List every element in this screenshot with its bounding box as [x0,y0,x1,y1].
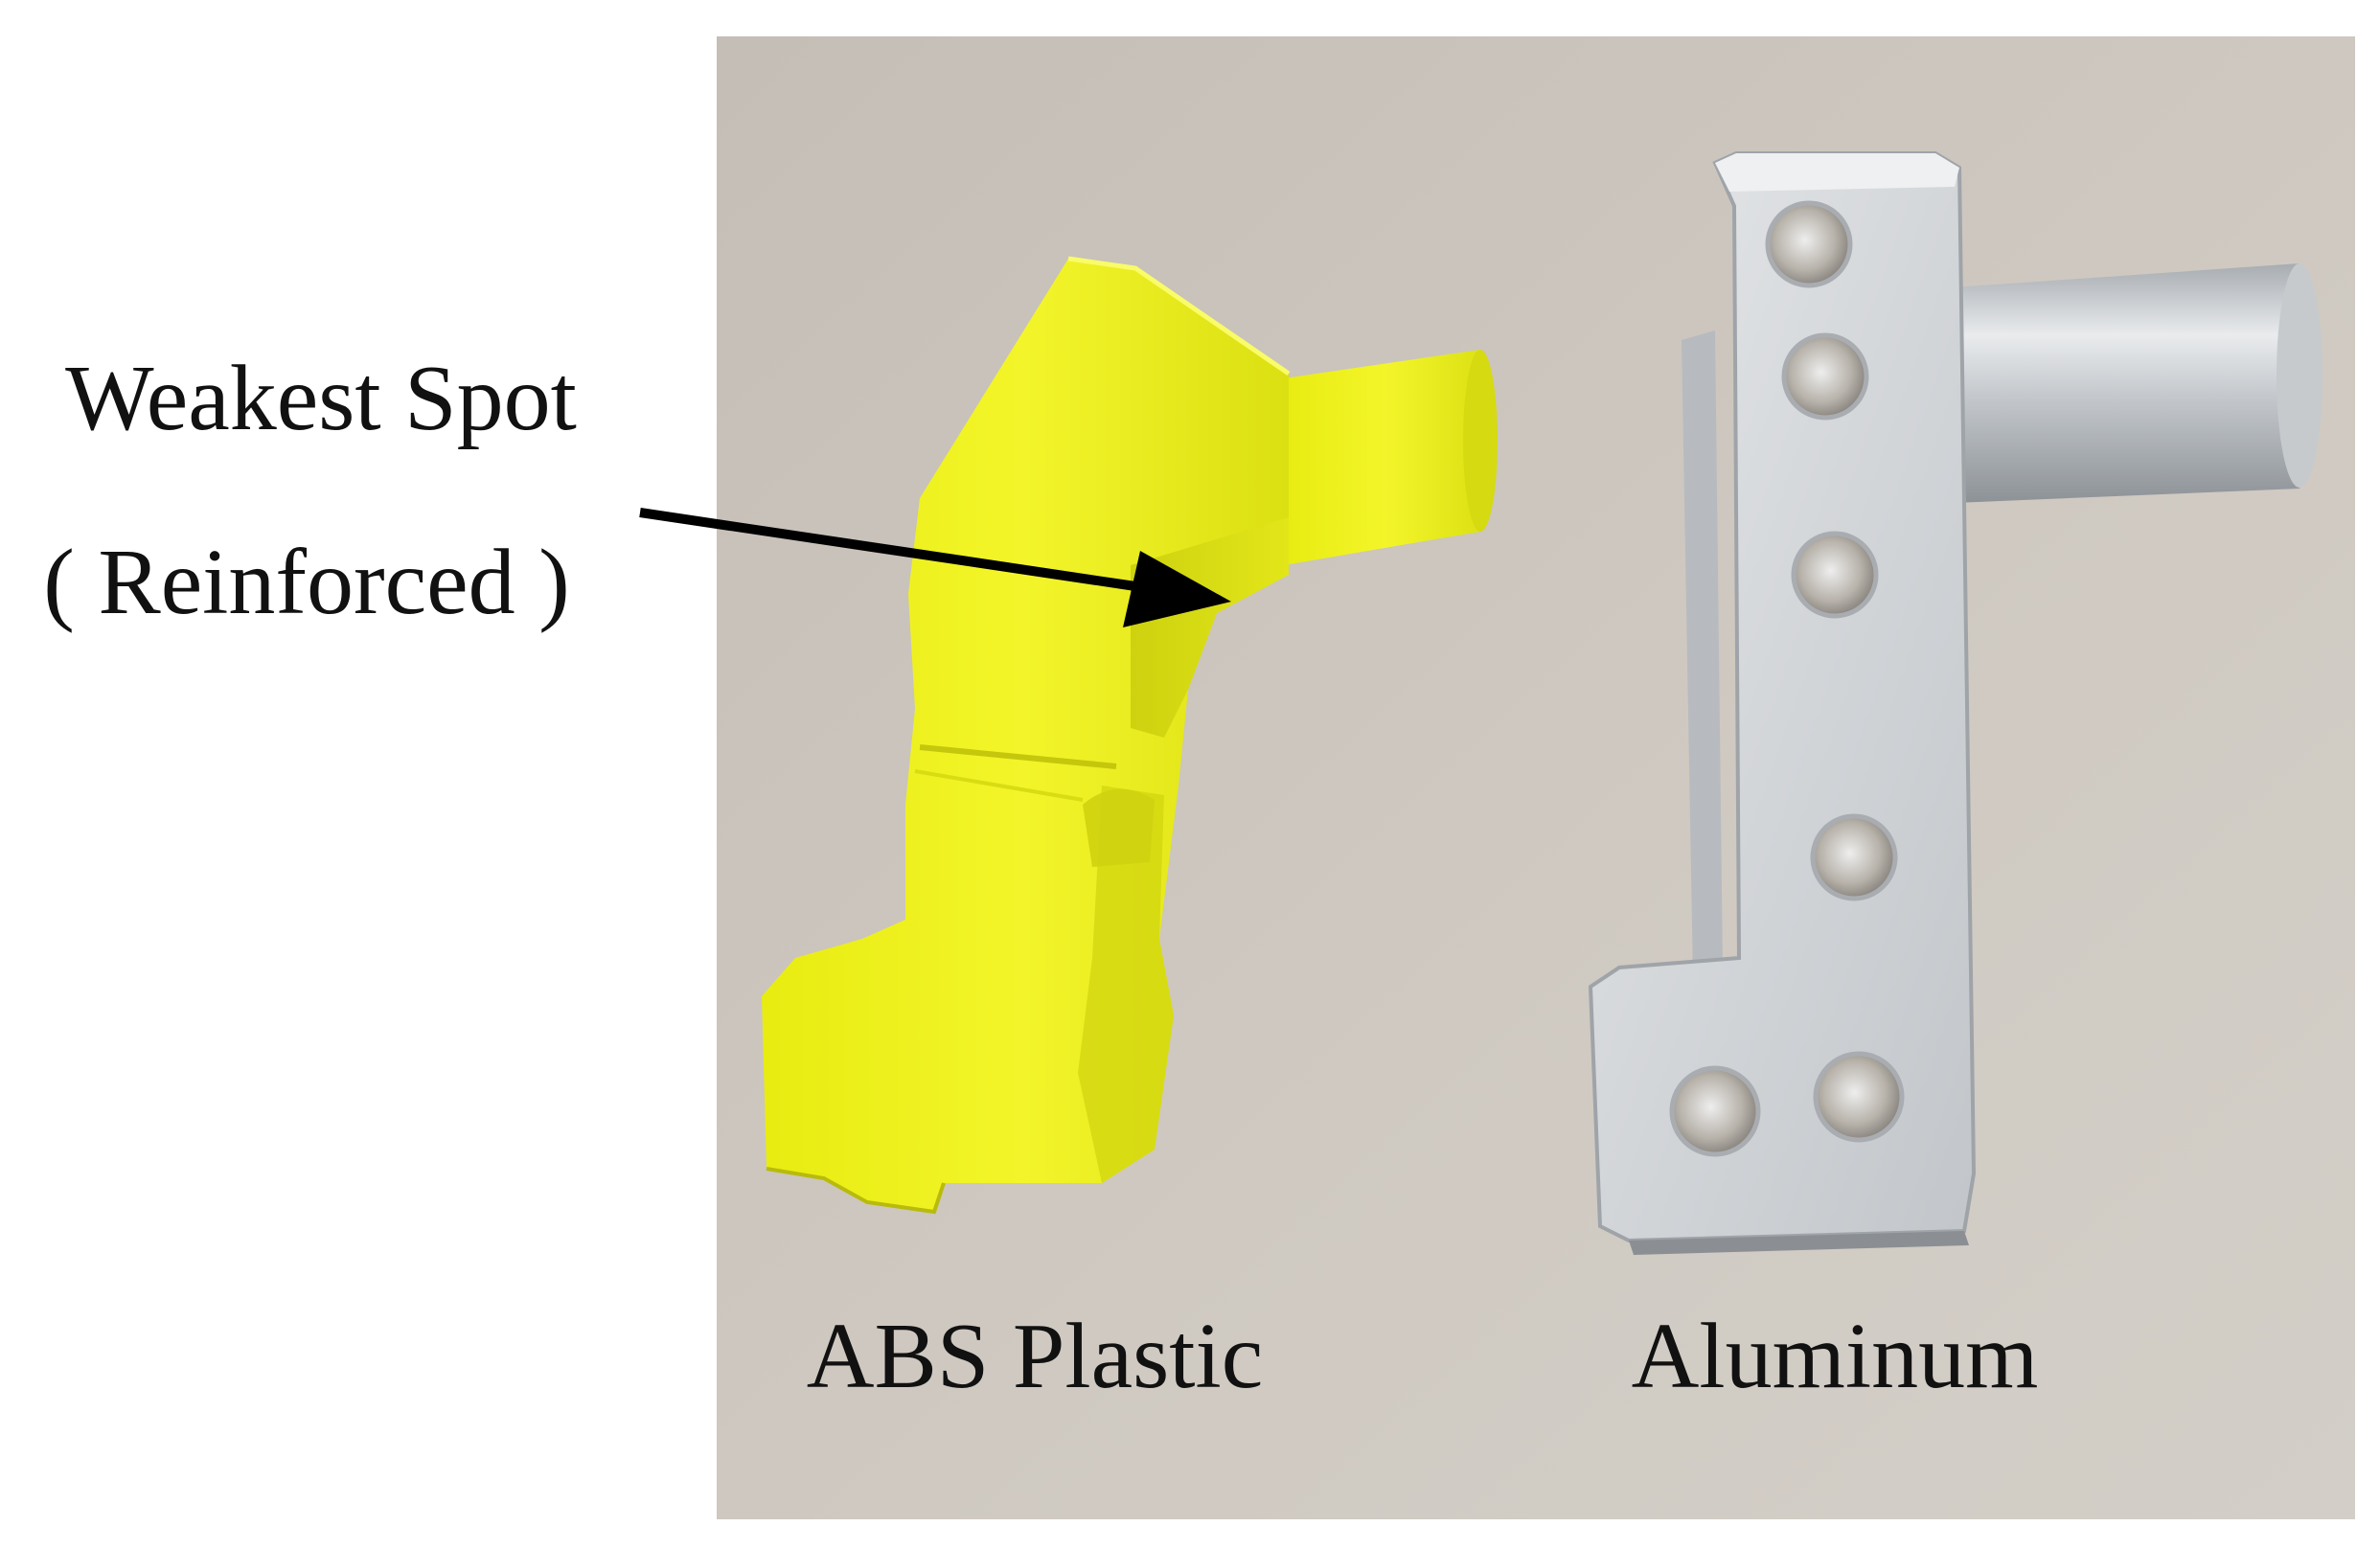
annotation-line-1: Weakest Spot [65,347,577,450]
aluminum-label: Aluminum [1632,1305,2039,1408]
abs-plastic-part [762,256,1498,1215]
aluminum-holes [1669,200,1905,1157]
aluminum-part [1588,151,2323,1255]
abs-plastic-label: ABS Plastic [807,1305,1263,1408]
weakest-spot-arrow [639,508,1231,627]
annotation-line-2: ( Reinforced ) [43,531,570,634]
